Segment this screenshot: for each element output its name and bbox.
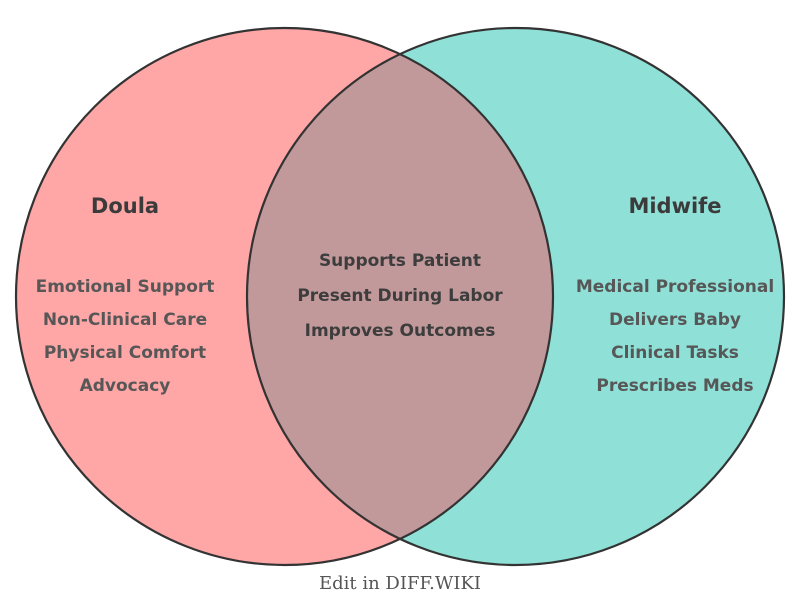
- midwife-item-prescribes-meds: Prescribes Meds: [596, 376, 753, 396]
- edit-link[interactable]: Edit in DIFF.WIKI: [319, 573, 481, 594]
- midwife-circle-outline: [245, 26, 786, 567]
- doula-item-emotional-support: Emotional Support: [36, 277, 215, 297]
- doula-item-non-clinical-care: Non-Clinical Care: [43, 310, 207, 330]
- overlap-item-present-during-labor: Present During Labor: [297, 286, 503, 306]
- doula-item-physical-comfort: Physical Comfort: [44, 343, 206, 363]
- midwife-item-medical-professional: Medical Professional: [576, 277, 774, 297]
- doula-circle-outline: [14, 26, 555, 567]
- overlap-item-supports-patient: Supports Patient: [319, 251, 481, 271]
- doula-item-advocacy: Advocacy: [80, 376, 171, 396]
- midwife-title: Midwife: [628, 194, 721, 218]
- overlap-region: [247, 28, 553, 565]
- midwife-item-delivers-baby: Delivers Baby: [609, 310, 741, 330]
- midwife-item-clinical-tasks: Clinical Tasks: [611, 343, 739, 363]
- overlap-item-improves-outcomes: Improves Outcomes: [305, 321, 496, 341]
- doula-title: Doula: [91, 194, 159, 218]
